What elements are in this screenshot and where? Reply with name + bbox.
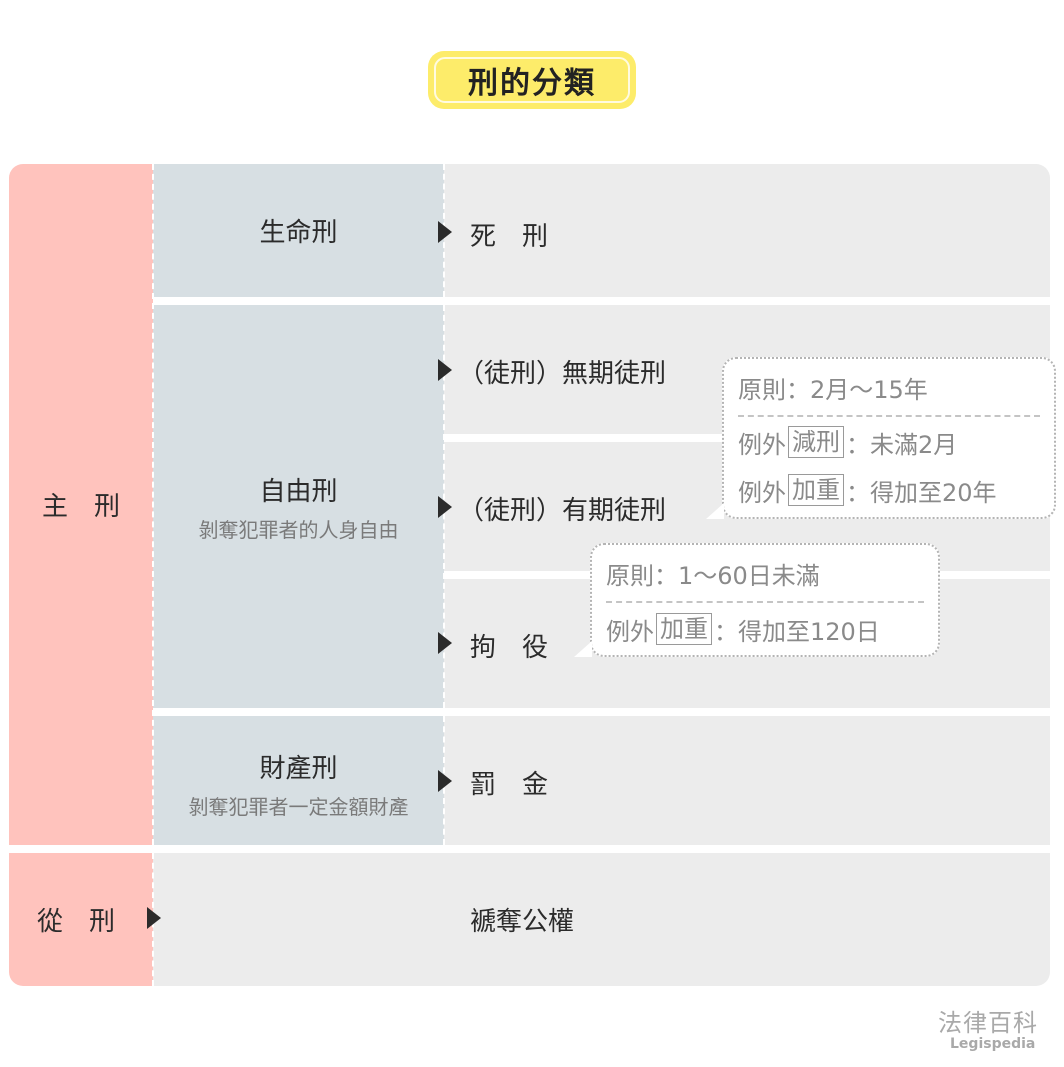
- tag-aggravation: 加重: [656, 613, 712, 645]
- item-life-imprisonment: （徒刑）無期徒刑: [458, 359, 667, 389]
- exception-prefix: 例外: [606, 617, 654, 646]
- category-property-description: 剝奪犯罪者一定金額財產: [188, 794, 409, 819]
- title-badge: 刑的分類: [428, 51, 636, 109]
- category-life: 生命刑: [153, 164, 444, 297]
- tag-reduction: 減刑: [788, 426, 844, 458]
- item-fine: 罰 金: [470, 770, 549, 800]
- item-death-penalty: 死 刑: [470, 222, 549, 252]
- callout-exception-reduction: 例外 減刑 ：未滿2月: [738, 417, 1040, 467]
- main-penalty-label: 主 刑: [41, 492, 120, 522]
- callout-tail: [706, 503, 724, 519]
- callout-detention: 原則：1～60日未滿 例外 加重 ：得加至120日: [590, 543, 940, 657]
- item-fixed-term-imprisonment: （徒刑）有期徒刑: [458, 496, 667, 526]
- row-death-penalty: [444, 164, 1050, 297]
- divider-left-main: [152, 164, 154, 845]
- row-deprivation-of-rights: [153, 853, 1050, 986]
- category-property: 財產刑 剝奪犯罪者一定金額財產: [153, 716, 444, 845]
- callout-fixed-term: 原則：2月～15年 例外 減刑 ：未滿2月 例外 加重 ：得加至20年: [722, 357, 1056, 519]
- principle-text: 原則：2月～15年: [738, 375, 928, 404]
- brand-logo-cn: 法律百科: [938, 1009, 1038, 1037]
- main-penalty-cell: 主 刑: [9, 164, 153, 845]
- exception-prefix: 例外: [738, 430, 786, 459]
- diagram-title: 刑的分類: [468, 66, 596, 101]
- brand-logo-en: Legispedia: [950, 1036, 1036, 1052]
- callout-exception-aggravation: 例外 加重 ：得加至120日: [606, 603, 924, 655]
- arrow-right-icon: [438, 221, 452, 243]
- arrow-right-icon: [438, 770, 452, 792]
- arrow-right-icon: [147, 907, 161, 929]
- category-liberty: 自由刑 剝奪犯罪者的人身自由: [153, 305, 444, 708]
- tag-aggravation: 加重: [788, 474, 844, 506]
- arrow-right-icon: [438, 496, 452, 518]
- callout-tail: [574, 641, 592, 657]
- category-liberty-label: 自由刑: [259, 476, 338, 507]
- callout-separator: [738, 415, 1040, 417]
- callout-principle: 原則：2月～15年: [738, 359, 1040, 415]
- category-life-label: 生命刑: [259, 218, 338, 248]
- category-property-label: 財產刑: [259, 753, 338, 784]
- item-deprivation-of-rights: 褫奪公權: [470, 907, 575, 937]
- row-fine: [444, 716, 1050, 845]
- exception-text: ：未滿2月: [846, 430, 958, 459]
- exception-text: ：得加至120日: [714, 617, 880, 646]
- callout-exception-aggravation: 例外 加重 ：得加至20年: [738, 467, 1040, 513]
- arrow-right-icon: [438, 359, 452, 381]
- callout-principle: 原則：1～60日未滿: [606, 545, 924, 601]
- item-detention: 拘 役: [470, 633, 549, 663]
- arrow-right-icon: [438, 632, 452, 654]
- exception-text: ：得加至20年: [846, 478, 997, 507]
- category-liberty-description: 剝奪犯罪者的人身自由: [198, 517, 399, 542]
- subsidiary-penalty-cell: 從 刑: [9, 853, 153, 986]
- exception-prefix: 例外: [738, 478, 786, 507]
- callout-separator: [606, 601, 924, 603]
- subsidiary-penalty-label: 從 刑: [36, 907, 115, 937]
- principle-text: 原則：1～60日未滿: [606, 561, 820, 590]
